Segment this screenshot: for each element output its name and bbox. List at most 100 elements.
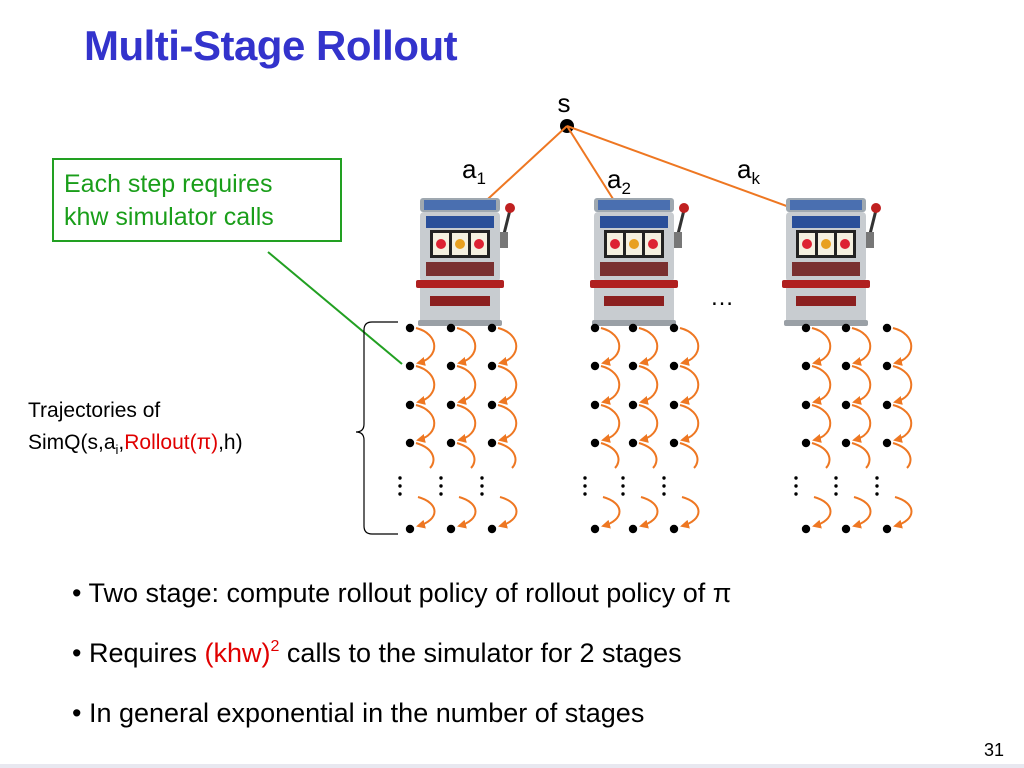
transition-arrow (600, 404, 621, 443)
transition-arrow (851, 327, 872, 366)
state-node (801, 361, 811, 371)
transition-arrow (416, 496, 436, 529)
state-node (841, 400, 851, 410)
ellipsis-dot (621, 484, 625, 488)
state-node (801, 524, 811, 534)
state-node (801, 438, 811, 448)
transition-arrow (679, 327, 700, 366)
slot-machine-icons (414, 196, 883, 328)
state-node (405, 524, 415, 534)
transition-arrow (811, 327, 832, 366)
slot-machine-icon (588, 196, 691, 328)
transition-arrow (812, 496, 832, 529)
slot-machine-icon (780, 196, 883, 328)
ellipsis-dot (480, 476, 484, 480)
state-node (405, 438, 415, 448)
state-node (628, 323, 638, 333)
state-node (628, 361, 638, 371)
transition-arrow (600, 327, 621, 366)
transition-arrow (497, 365, 518, 405)
state-node (882, 524, 892, 534)
state-node (841, 524, 851, 534)
transition-arrow (456, 327, 477, 366)
state-node (669, 438, 679, 448)
state-node (669, 400, 679, 410)
transition-arrow (851, 365, 872, 405)
ellipsis-dot (583, 492, 587, 496)
action-arrows (474, 125, 816, 218)
bullet-list: • Two stage: compute rollout policy of r… (72, 578, 731, 758)
state-node (405, 361, 415, 371)
ellipsis-dot (875, 476, 879, 480)
state-node (882, 361, 892, 371)
transition-arrow (811, 365, 832, 405)
transition-arrow (811, 442, 831, 469)
callout-pointer (267, 251, 403, 365)
transition-arrow (457, 496, 477, 529)
action-label-k: ak (737, 154, 760, 189)
state-node (487, 361, 497, 371)
transition-arrow (600, 365, 621, 405)
state-node (405, 323, 415, 333)
ellipsis-dot (875, 484, 879, 488)
ellipsis-dot (662, 492, 666, 496)
state-node (446, 400, 456, 410)
transition-arrow (415, 365, 436, 405)
state-node (841, 361, 851, 371)
action-label-2: a2 (607, 164, 631, 199)
state-node (669, 323, 679, 333)
state-node (487, 323, 497, 333)
transition-arrow (893, 496, 913, 529)
slide-title: Multi-Stage Rollout (84, 22, 458, 69)
state-node (590, 361, 600, 371)
ellipsis-dot (834, 476, 838, 480)
transition-arrow (639, 496, 659, 529)
transition-arrow (415, 404, 436, 443)
state-node (590, 323, 600, 333)
state-node (487, 524, 497, 534)
ellipsis-dot (439, 476, 443, 480)
slot-machine-icon (414, 196, 517, 328)
transition-arrow (892, 365, 913, 405)
transition-arrow (811, 404, 832, 443)
trajectory-columns (398, 323, 913, 534)
transition-arrow (852, 496, 872, 529)
ellipsis-dot (794, 476, 798, 480)
state-node (841, 323, 851, 333)
transition-arrow (892, 442, 912, 469)
transition-arrow (456, 404, 477, 443)
transition-arrow (638, 327, 659, 366)
bullet-item: • Requires (khw)2 calls to the simulator… (72, 638, 682, 668)
ellipsis-dot (439, 484, 443, 488)
ellipsis-dot (398, 484, 402, 488)
ellipsis-dot (662, 476, 666, 480)
ellipsis-dot (621, 492, 625, 496)
transition-arrow (679, 365, 700, 405)
ellipsis-dot (794, 484, 798, 488)
transition-arrow (415, 327, 436, 366)
trajectory-label: Trajectories of SimQ(s,ai,Rollout(π),h) (28, 399, 243, 458)
transition-arrow (497, 442, 517, 469)
ellipsis-dot (480, 484, 484, 488)
callout-line: Each step requires (64, 170, 273, 198)
state-node (628, 400, 638, 410)
state-node (628, 524, 638, 534)
transition-arrow (497, 327, 518, 366)
state-node (841, 438, 851, 448)
state-node (669, 361, 679, 371)
transition-arrow (679, 404, 700, 443)
transition-arrow (638, 365, 659, 405)
state-node (669, 524, 679, 534)
state-node (801, 400, 811, 410)
transition-arrow (415, 442, 435, 469)
transition-arrow (601, 496, 621, 529)
transition-arrow (600, 442, 620, 469)
state-node (487, 400, 497, 410)
trajectory-bracket (355, 321, 398, 535)
state-node (590, 524, 600, 534)
state-node (590, 400, 600, 410)
ellipsis-dot (794, 492, 798, 496)
transition-arrow (638, 404, 659, 443)
footer-bar (0, 764, 1024, 768)
